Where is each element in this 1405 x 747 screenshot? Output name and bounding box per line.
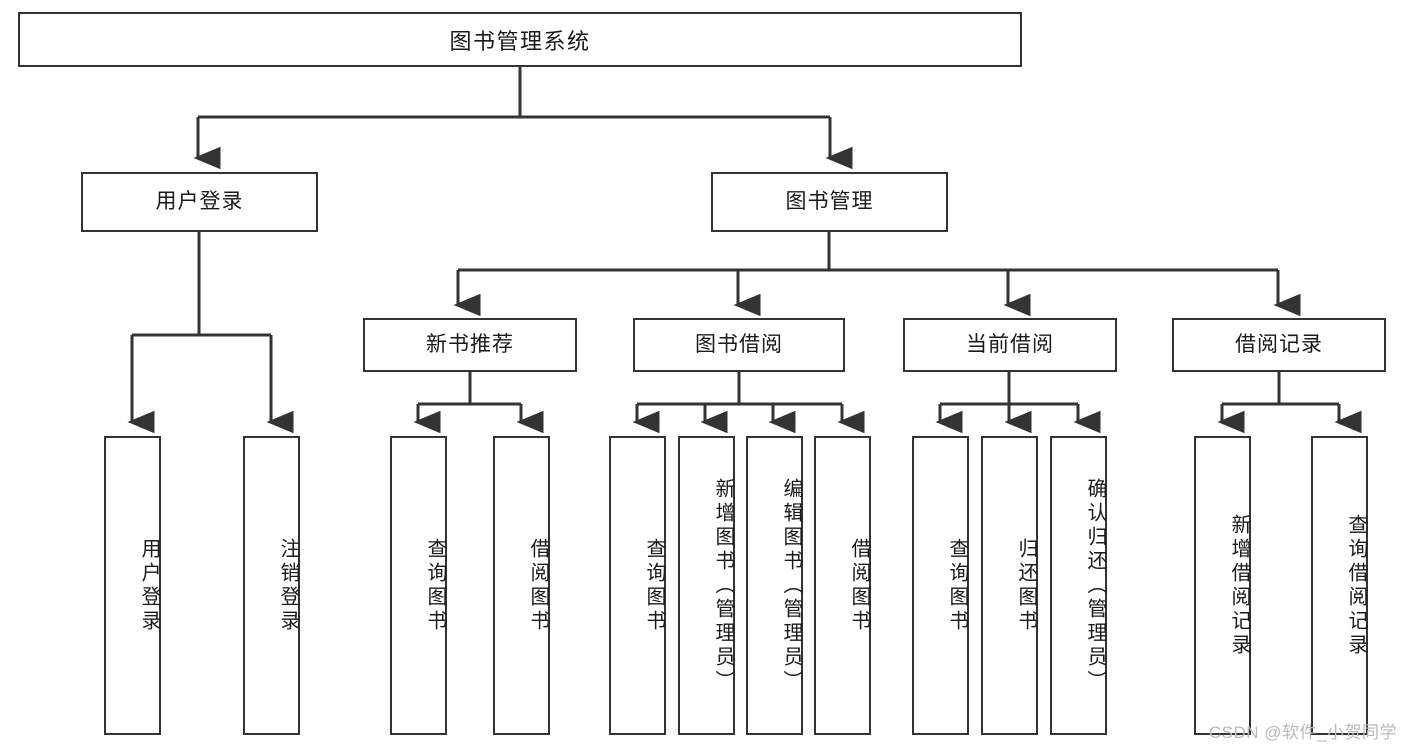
node-label: 用户登录 [155,190,244,214]
leaf-current-borrow-confirm-return[interactable]: 确认归还（管理员） [1050,436,1107,735]
node-label: 图书管理系统 [449,28,591,54]
leaf-current-borrow-return[interactable]: 归还图书 [981,436,1038,735]
node-borrow-records[interactable]: 借阅记录 [1172,318,1386,372]
leaf-book-borrow-borrow[interactable]: 借阅图书 [814,436,871,735]
leaf-new-book-query[interactable]: 查询图书 [390,436,447,735]
leaf-records-query[interactable]: 查询借阅记录 [1311,436,1368,735]
leaf-book-borrow-query[interactable]: 查询图书 [609,436,666,735]
node-label: 新书推荐 [426,333,514,357]
node-label: 新增借阅记录 [1228,513,1250,658]
node-new-book-recommend[interactable]: 新书推荐 [363,318,577,372]
node-label: 借阅记录 [1235,333,1323,357]
node-book-management[interactable]: 图书管理 [711,172,948,232]
leaf-book-borrow-edit[interactable]: 编辑图书（管理员） [746,436,803,735]
node-book-borrow[interactable]: 图书借阅 [633,318,845,372]
node-label: 查询图书 [643,537,665,634]
node-user-login[interactable]: 用户登录 [81,172,318,232]
csdn-watermark: CSDN @软件_小贺同学 [1208,723,1397,742]
node-label: 新增图书（管理员） [712,477,734,694]
node-label: 借阅图书 [848,537,870,634]
leaf-user-login-login[interactable]: 用户登录 [104,436,161,735]
node-label: 编辑图书（管理员） [780,477,802,694]
leaf-book-borrow-add[interactable]: 新增图书（管理员） [678,436,735,735]
node-label: 确认归还（管理员） [1084,477,1106,694]
node-label: 借阅图书 [527,537,549,634]
node-label: 用户登录 [138,537,160,634]
leaf-user-login-logout[interactable]: 注销登录 [243,436,300,735]
node-current-borrow[interactable]: 当前借阅 [903,318,1117,372]
leaf-records-add[interactable]: 新增借阅记录 [1194,436,1251,735]
node-label: 图书借阅 [695,333,783,357]
node-label: 当前借阅 [966,333,1054,357]
node-label: 图书管理 [785,190,874,214]
node-label: 查询图书 [424,537,446,634]
node-label: 注销登录 [277,537,299,634]
leaf-new-book-borrow[interactable]: 借阅图书 [493,436,550,735]
node-label: 查询图书 [946,537,968,634]
leaf-current-borrow-query[interactable]: 查询图书 [912,436,969,735]
node-root-system[interactable]: 图书管理系统 [18,12,1022,67]
node-label: 归还图书 [1015,537,1037,634]
node-label: 查询借阅记录 [1345,513,1367,658]
